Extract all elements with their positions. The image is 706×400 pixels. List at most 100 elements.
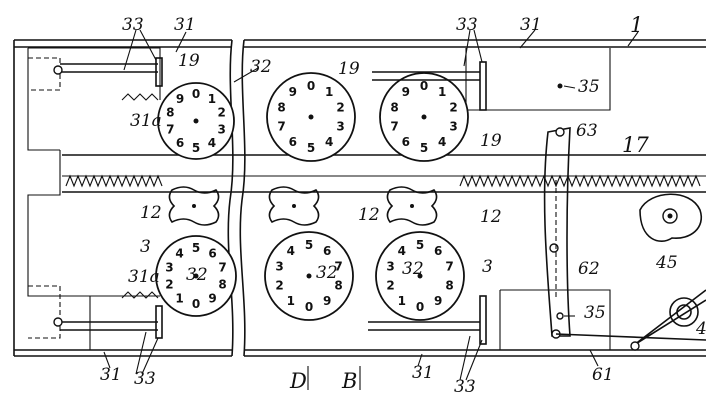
- dial-digit: 8: [445, 279, 453, 293]
- dial-digit: 4: [287, 244, 295, 258]
- dial-digit: 8: [166, 106, 174, 120]
- dial-digit: 7: [445, 259, 453, 273]
- dial-digit: 3: [386, 259, 394, 273]
- dial-digit: 9: [434, 294, 442, 308]
- rack-bar: [62, 93, 706, 299]
- dial-digit: 2: [165, 278, 173, 292]
- dial-digit: 0: [192, 297, 200, 311]
- label-3-lower-right: 3: [482, 257, 493, 277]
- dial-digit: 1: [175, 292, 183, 306]
- dial-digit: 5: [192, 141, 200, 155]
- spring-mechanism: [630, 289, 706, 351]
- dial-digit: 6: [434, 244, 442, 258]
- label-31-top-left: 31: [174, 15, 196, 35]
- label-1-frame: 1: [630, 13, 643, 37]
- label-32-lower-mid: 32: [316, 263, 338, 283]
- dial-digit: 1: [438, 85, 446, 99]
- dial-digit: 6: [402, 135, 410, 149]
- dial-digit: 8: [390, 100, 398, 114]
- label-31-top-right: 31: [520, 15, 542, 35]
- dial-digit: 6: [323, 244, 331, 258]
- dial-digit: 6: [208, 246, 216, 260]
- label-12-mid: 12: [358, 205, 380, 225]
- dial-digit: 9: [176, 92, 184, 106]
- wheel-hub: [417, 273, 423, 279]
- dial-digit: 1: [208, 92, 216, 106]
- label-45: 45: [655, 253, 678, 273]
- label-3-lower-left: 3: [140, 237, 151, 257]
- label-33-bottom-right: 33: [454, 377, 476, 397]
- dial-digit: 0: [307, 79, 315, 93]
- wheel-hub: [308, 114, 314, 120]
- dial-digit: 9: [208, 292, 216, 306]
- label-12-left: 12: [140, 203, 162, 223]
- label-63: 63: [576, 121, 598, 141]
- label-19-top-left: 19: [178, 51, 200, 71]
- dial-digit: 1: [398, 294, 406, 308]
- dial-digit: 4: [438, 135, 446, 149]
- rods-33: [28, 57, 564, 345]
- label-32-top: 32: [250, 57, 272, 77]
- reference-labels: 33 31 19 32 19 33 31 1 35 19 31a 63 17 1…: [100, 13, 706, 397]
- dial-digit: 0: [416, 300, 424, 314]
- dial-digit: 7: [277, 120, 285, 134]
- dial-digit: 2: [336, 100, 344, 114]
- label-61: 61: [592, 365, 614, 385]
- label-32-lower-left: 32: [186, 265, 208, 285]
- dial-digit: 7: [390, 120, 398, 134]
- label-31-bottom-left: 31: [100, 365, 122, 385]
- dial-digit: 3: [275, 259, 283, 273]
- label-31a-bottom: 31a: [128, 267, 160, 287]
- dial-digit: 0: [420, 79, 428, 93]
- dial-digit: 1: [325, 85, 333, 99]
- label-section-D: D: [289, 369, 307, 393]
- label-section-B: B: [341, 369, 357, 393]
- label-31-bottom-right: 31: [412, 363, 434, 383]
- dial-digit: 5: [420, 141, 428, 155]
- dial-digit: 4: [325, 135, 333, 149]
- dial-digit: 9: [323, 294, 331, 308]
- wheel-hub: [193, 118, 199, 124]
- label-31a-top: 31a: [130, 111, 162, 131]
- dial-digit: 8: [218, 278, 226, 292]
- dial-digit: 2: [449, 100, 457, 114]
- dial-digit: 2: [386, 279, 394, 293]
- dial-digit: 9: [289, 85, 297, 99]
- dial-digit: 5: [305, 238, 313, 252]
- label-35-top: 35: [578, 77, 600, 97]
- dial-digit: 0: [305, 300, 313, 314]
- dial-digit: 4: [398, 244, 406, 258]
- dial-digit: 5: [307, 141, 315, 155]
- wheel-hub: [421, 114, 427, 120]
- dial-digit: 3: [218, 122, 226, 136]
- label-4-edge: 4: [695, 319, 706, 339]
- dial-digit: 5: [192, 241, 200, 255]
- wheel-hub: [306, 273, 312, 279]
- wheel-hub: [193, 273, 199, 279]
- dial-digit: 2: [275, 279, 283, 293]
- dial-digit: 4: [175, 246, 183, 260]
- dial-digit: 8: [334, 279, 342, 293]
- dial-digit: 2: [218, 106, 226, 120]
- dial-digit: 6: [289, 135, 297, 149]
- dial-digit: 3: [336, 120, 344, 134]
- label-17: 17: [622, 133, 649, 157]
- label-33-top-right: 33: [456, 15, 478, 35]
- dial-digit: 5: [416, 238, 424, 252]
- pivot-45: [639, 193, 703, 242]
- dial-digit: 0: [192, 87, 200, 101]
- dial-digit: 7: [218, 260, 226, 274]
- label-33-bottom-left: 33: [134, 369, 156, 389]
- label-19-right: 19: [480, 131, 502, 151]
- dial-digit: 9: [402, 85, 410, 99]
- lever-62: [543, 127, 706, 341]
- leader-lines: [103, 29, 639, 390]
- label-33-top-left: 33: [122, 15, 144, 35]
- label-35-bottom: 35: [584, 303, 606, 323]
- label-32-lower-right: 32: [402, 259, 424, 279]
- dial-digit: 8: [277, 100, 285, 114]
- dial-digit: 3: [165, 260, 173, 274]
- dial-digit: 3: [449, 120, 457, 134]
